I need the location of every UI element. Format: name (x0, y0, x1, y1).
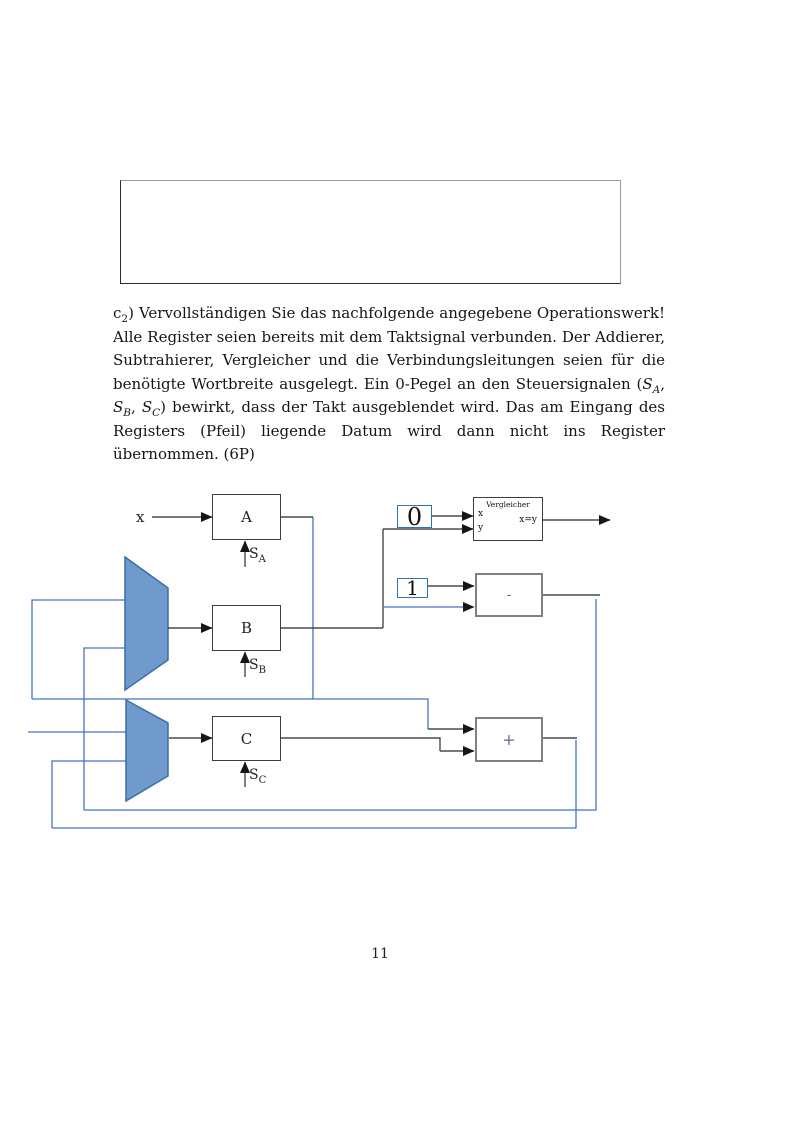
comparator-title: Vergleicher (486, 500, 530, 509)
signal-a-sub: A (258, 553, 266, 565)
signal-a-base: S (249, 546, 259, 562)
task-prefix: c (113, 304, 122, 322)
wire-mux1-lower-input (83, 647, 125, 810)
signal-c-inline-sub: C (152, 407, 161, 419)
task-body-2: ) bewirkt, dass der Takt ausgeblendet wi… (113, 398, 665, 463)
comparator-input-x-label: x (478, 509, 484, 519)
multiplexer-2 (125, 698, 169, 803)
signal-c-label: SC (249, 767, 267, 786)
comparator-output-label: x=y (519, 515, 537, 525)
signal-b-label: SB (249, 657, 266, 676)
constant-zero-box: 0 (397, 502, 432, 531)
adder-box: + (475, 717, 543, 762)
constant-one-box: 1 (397, 576, 428, 600)
adder-label: + (502, 730, 516, 749)
register-c-label: C (240, 729, 253, 748)
constant-zero-label: 0 (406, 502, 423, 531)
empty-answer-box (120, 180, 621, 284)
subtractor-label: - (506, 587, 512, 603)
register-c: C (212, 716, 281, 761)
register-b-label: B (240, 619, 253, 637)
signal-b-inline-sub: B (123, 407, 131, 419)
register-b: B (212, 605, 281, 651)
constant-one-label: 1 (406, 576, 419, 600)
wire-register-c-output (281, 737, 441, 751)
signal-b-base: S (249, 657, 259, 673)
signal-a-label: SA (249, 546, 266, 565)
task-prefix-sub: 2 (121, 313, 129, 325)
signal-a-inline: S (642, 374, 653, 393)
separator-1: , (660, 374, 665, 393)
signal-b-sub: B (258, 664, 266, 676)
task-paragraph: c2) Vervollständigen Sie das nachfolgend… (113, 302, 665, 467)
separator-2: , (131, 398, 142, 416)
task-body-1: ) Vervollständigen Sie das nachfolgende … (113, 304, 665, 393)
subtractor-box: - (475, 573, 543, 617)
wire-mux1-upper-input (31, 599, 125, 699)
comparator-input-y-label: y (478, 523, 484, 533)
wire-feedback-horizontal (32, 698, 429, 729)
signal-a-inline-sub: A (652, 383, 661, 396)
wire-adder-feedback (52, 740, 577, 829)
wire-mux2-lower-input (51, 760, 126, 828)
register-a-label: A (241, 508, 252, 526)
comparator-box: Vergleicher x y x=y (473, 497, 543, 541)
wire-subtractor-feedback (84, 599, 597, 811)
signal-c-sub: C (258, 774, 267, 786)
input-x-label: x (136, 508, 145, 526)
register-a: A (212, 494, 281, 540)
signal-c-base: S (249, 767, 259, 783)
multiplexer-1 (124, 555, 169, 692)
signal-c-inline: S (141, 398, 153, 416)
page-number: 11 (371, 946, 389, 962)
signal-b-inline: S (113, 398, 124, 416)
